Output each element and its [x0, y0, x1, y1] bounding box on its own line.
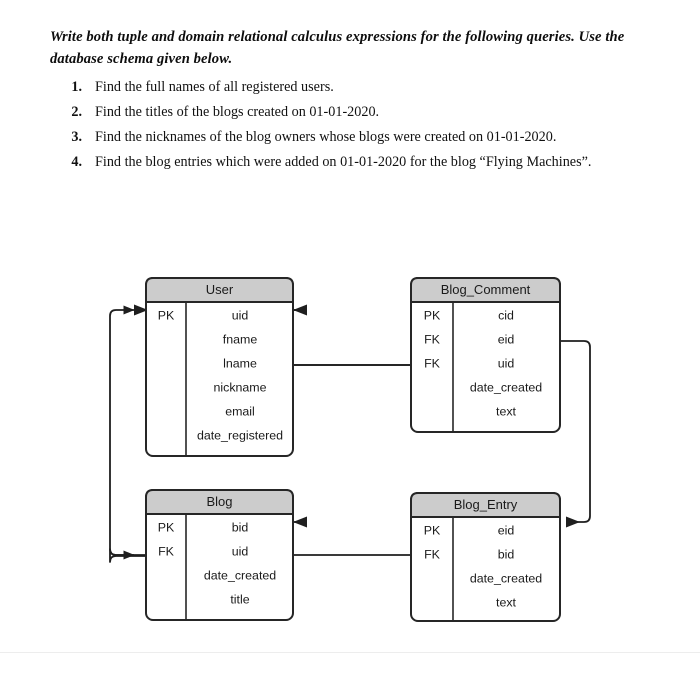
arrowhead-entry-right-icon [566, 516, 580, 528]
entity-attr-key: PK [158, 520, 175, 534]
question-number: 1. [71, 79, 82, 95]
entity-attr-key: FK [424, 356, 441, 370]
question-text: Find the blog entries which were added o… [95, 154, 592, 170]
entity-attr-name: uid [232, 544, 249, 558]
question-number: 3. [71, 129, 82, 145]
entity-attr-name: eid [498, 523, 515, 537]
relationship-comment-eid-to-entry-eid [560, 340, 591, 523]
arrowhead-user-left-icon [134, 304, 148, 316]
entity-title: Blog_Entry [454, 497, 518, 512]
question-number: 2. [71, 104, 82, 120]
entity-attr-name: date_created [204, 568, 276, 582]
entity-attr-name: bid [232, 520, 249, 534]
entity-attr-key: FK [158, 544, 175, 558]
question-list: 1. Find the full names of all registered… [58, 80, 658, 180]
list-item: 4. Find the blog entries which were adde… [58, 155, 658, 180]
question-text: Find the titles of the blogs created on … [95, 104, 380, 120]
arrowhead-group [134, 304, 580, 528]
question-number: 4. [71, 154, 82, 170]
entity-blog[interactable]: Blog PK bid FK uid date_created title [145, 489, 294, 621]
entity-attr-key: PK [424, 523, 441, 537]
entity-title: Blog [206, 494, 232, 509]
footer-rule [0, 652, 700, 653]
entity-attr-name: text [496, 404, 517, 418]
entity-blog-header [145, 489, 294, 515]
entity-blog-entry-header [410, 492, 561, 518]
entity-attr-name: nickname [213, 380, 266, 394]
entity-user[interactable]: User PK uid fname lname nickname email d… [145, 277, 294, 457]
arrowhead-user-right-icon [293, 304, 307, 316]
er-diagram: User PK uid fname lname nickname email d… [0, 258, 700, 638]
entity-user-header [145, 277, 294, 303]
list-item: 1. Find the full names of all registered… [58, 80, 658, 105]
entity-attr-name: eid [498, 332, 515, 346]
entity-attr-key: PK [424, 308, 441, 322]
entity-title: Blog_Comment [441, 282, 531, 297]
list-item: 3. Find the nicknames of the blog owners… [58, 130, 658, 155]
entity-attr-key: FK [424, 332, 441, 346]
entity-attr-name: date_created [470, 380, 542, 394]
entity-blog-comment[interactable]: Blog_Comment PK cid FK eid FK uid date_c… [410, 277, 561, 433]
entity-attr-key: PK [158, 308, 175, 322]
entity-attr-key: FK [424, 547, 441, 561]
entity-blog-entry[interactable]: Blog_Entry PK eid FK bid date_created te… [410, 492, 561, 622]
entity-attr-name: title [230, 592, 249, 606]
arrowhead-blog-right-icon [293, 516, 307, 528]
entity-attr-name: cid [498, 308, 514, 322]
entity-attr-name: bid [498, 547, 515, 561]
entity-attr-name: fname [223, 332, 258, 346]
list-item: 2. Find the titles of the blogs created … [58, 105, 658, 130]
question-text: Find the nicknames of the blog owners wh… [95, 129, 557, 145]
relationship-blog-uid-left-path [109, 305, 146, 556]
question-text: Find the full names of all registered us… [95, 79, 334, 95]
entity-blog-comment-header [410, 277, 561, 303]
prompt-text: Write both tuple and domain relational c… [50, 29, 625, 67]
entity-title: User [206, 282, 234, 297]
entity-attr-name: email [225, 404, 255, 418]
entity-attr-name: date_registered [197, 428, 283, 442]
entity-attr-name: uid [498, 356, 515, 370]
entity-attr-name: uid [232, 308, 249, 322]
entity-attr-name: lname [223, 356, 257, 370]
entity-attr-name: date_created [470, 571, 542, 585]
entity-attr-name: text [496, 595, 517, 609]
